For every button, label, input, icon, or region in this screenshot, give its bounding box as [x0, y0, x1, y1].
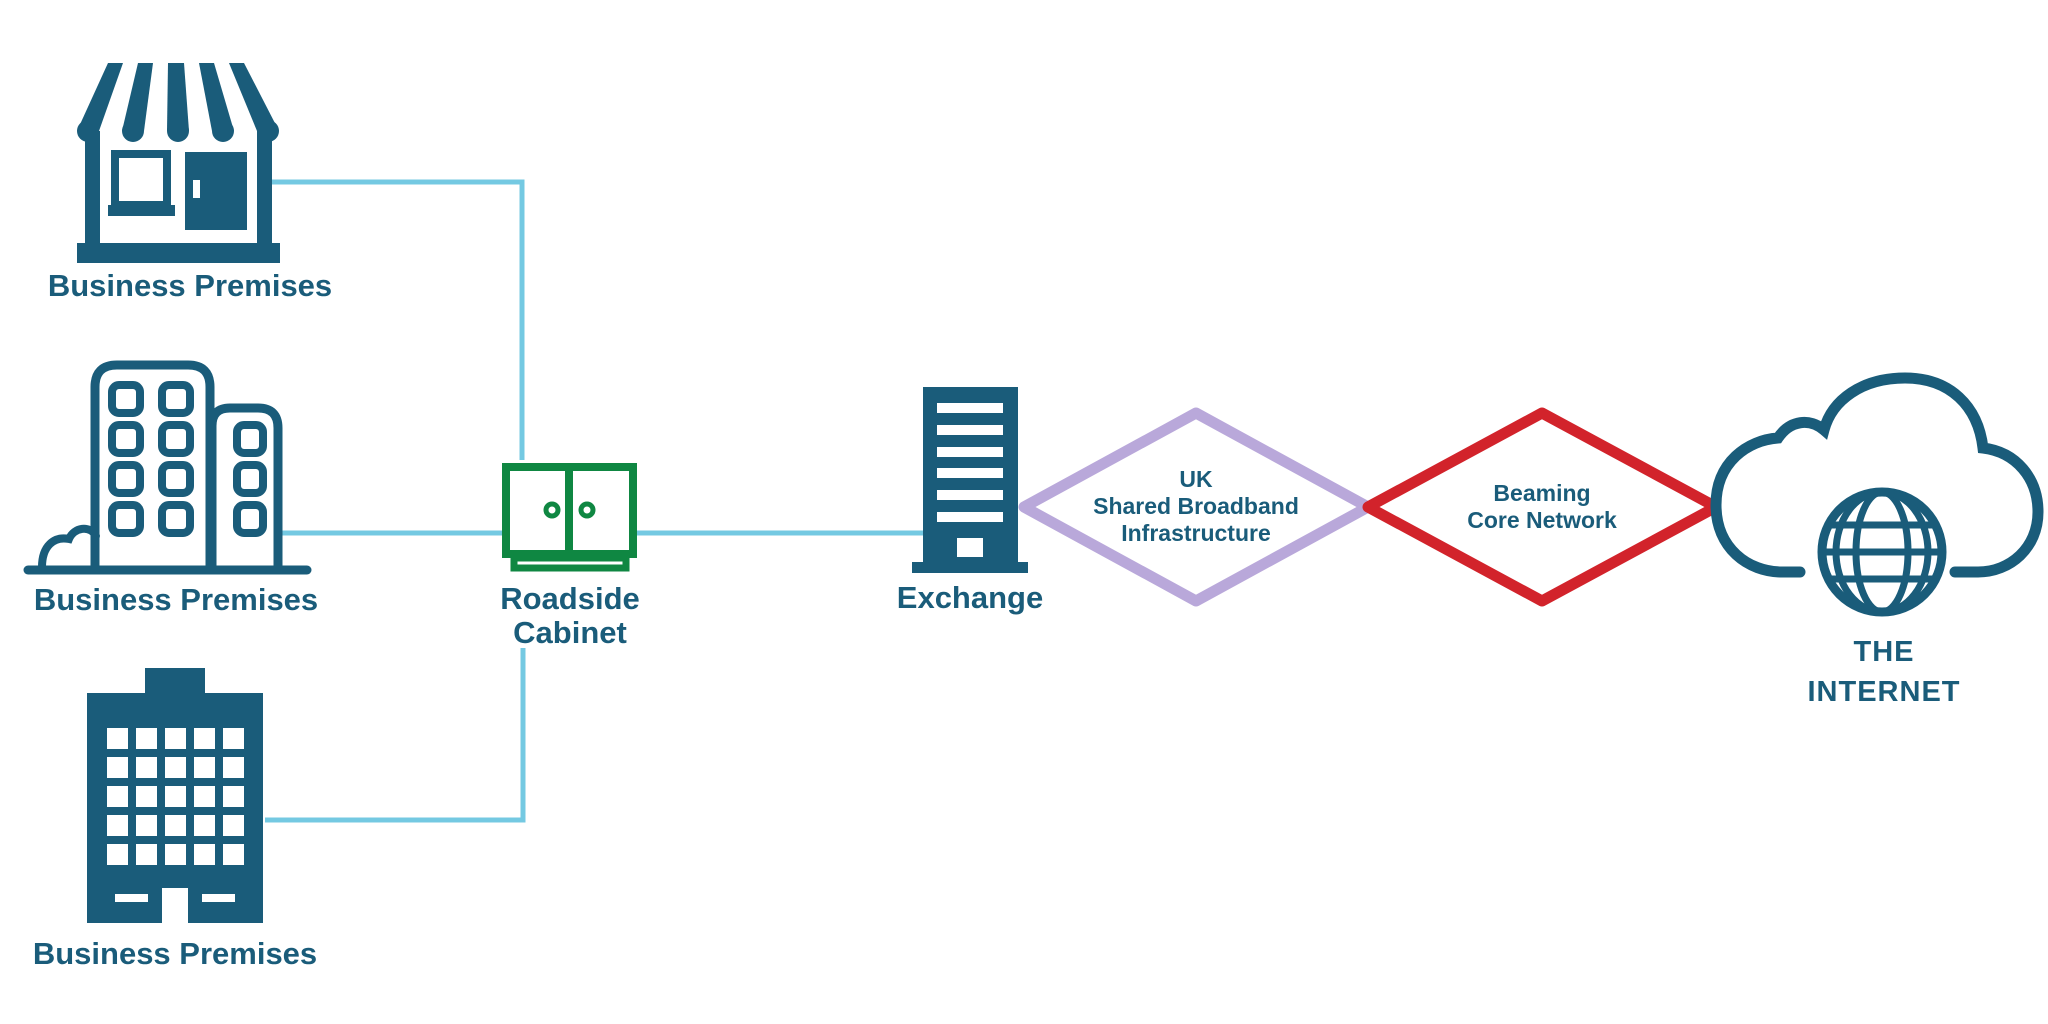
- uk-shared-broadband-label-line3: Infrastructure: [1121, 520, 1271, 546]
- office-windows: [108, 381, 267, 537]
- edge-shop-to-cabinet: [270, 179, 525, 460]
- cloud-outline: [1710, 372, 2044, 578]
- exchange-windows: [937, 403, 1003, 522]
- exchange-label: Exchange: [896, 580, 1044, 615]
- beaming-core-network-label: Beaming Core Network: [1467, 480, 1617, 534]
- roadside-cabinet-label: Roadside Cabinet: [500, 582, 640, 650]
- edge-tower-to-cabinet: [265, 648, 526, 823]
- beaming-core-network-label-line1: Beaming: [1493, 480, 1591, 506]
- tall-building-icon: [87, 668, 263, 923]
- premises-office-label: Business Premises: [33, 582, 319, 617]
- storefront-icon: [77, 63, 280, 263]
- beaming-core-network-label-line2: Core Network: [1467, 507, 1617, 533]
- uk-shared-broadband-label-line2: Shared Broadband: [1093, 493, 1299, 519]
- roadside-cabinet-icon: [502, 463, 637, 572]
- globe-icon: [1817, 487, 1947, 617]
- uk-shared-broadband-label-line1: UK: [1179, 466, 1213, 492]
- roadside-cabinet-label-line1: Roadside: [500, 581, 640, 616]
- bush-icon: [38, 524, 100, 571]
- office-building-icon: [23, 360, 312, 575]
- connector-lines: [265, 179, 923, 823]
- tower-windows: [107, 728, 244, 865]
- cloud-globe-icon: [1710, 372, 2044, 617]
- internet-label-line2: INTERNET: [1807, 676, 1961, 708]
- premises-shop-label: Business Premises: [47, 268, 333, 303]
- premises-tower-label: Business Premises: [32, 936, 318, 971]
- internet-label: THE INTERNET: [1808, 632, 1961, 712]
- uk-shared-broadband-label: UK Shared Broadband Infrastructure: [1093, 466, 1299, 547]
- exchange-building-icon: [912, 387, 1028, 573]
- roadside-cabinet-label-line2: Cabinet: [513, 615, 627, 650]
- internet-label-line1: THE: [1853, 636, 1915, 668]
